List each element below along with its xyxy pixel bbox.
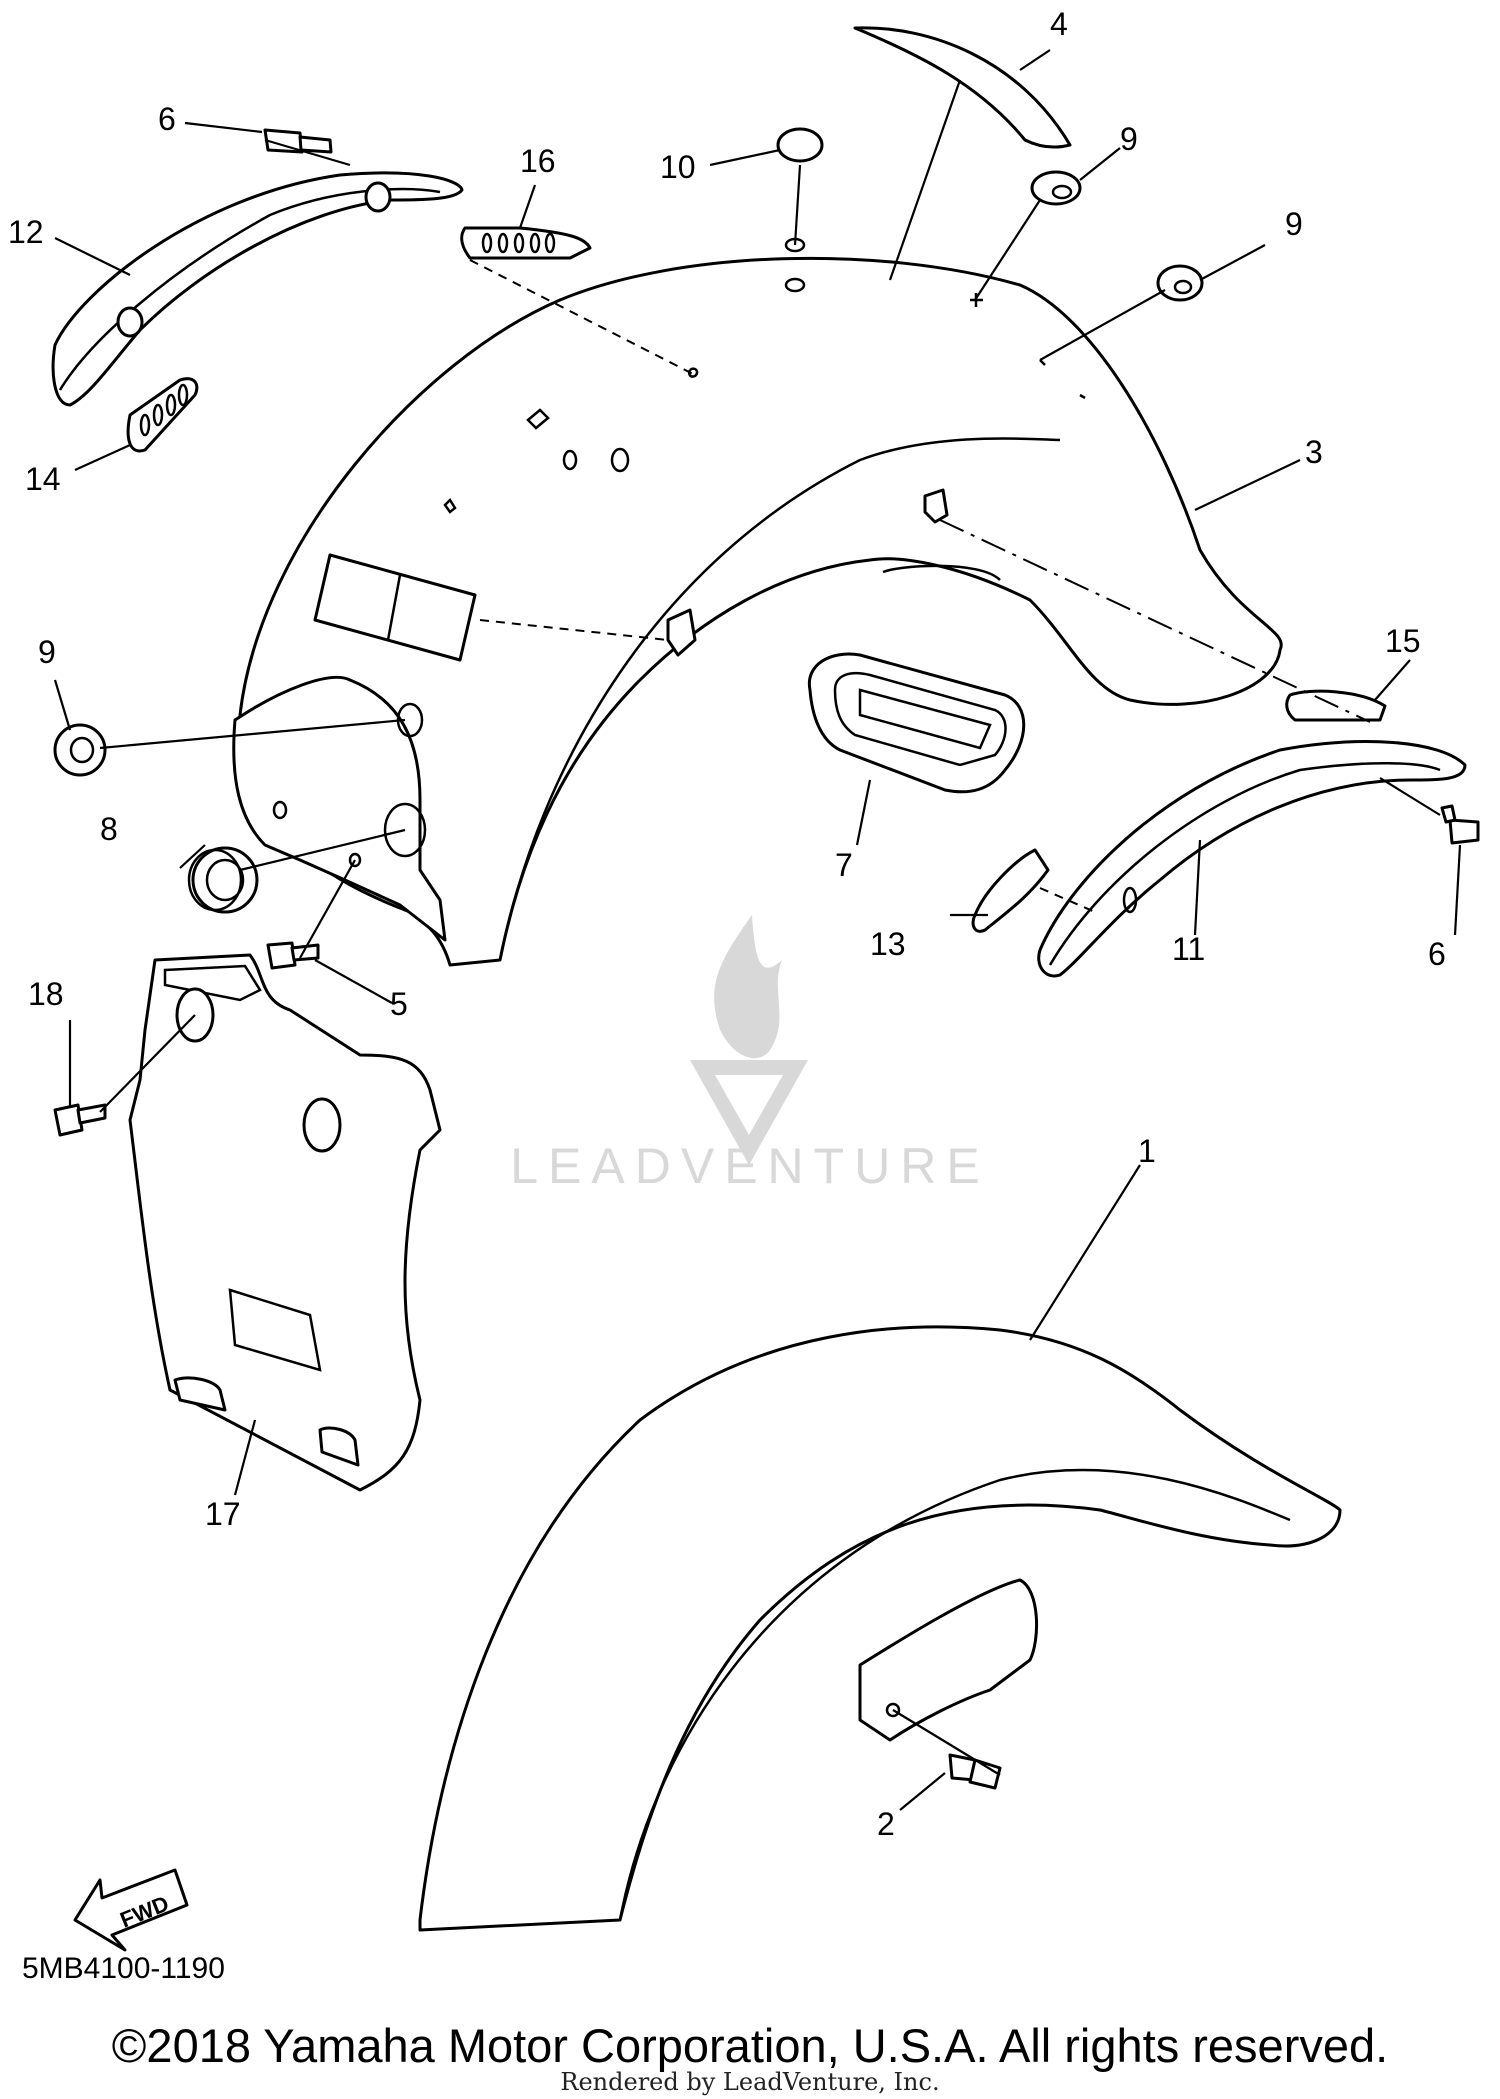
watermark-text: LEADVENTURE [510,1138,990,1194]
pad-part-13 [971,848,1050,933]
leadventure-watermark: LEADVENTURE [510,915,990,1194]
callout-14: 14 [25,461,61,497]
grommet-part-9-left [53,723,107,777]
callout-5: 5 [390,986,408,1022]
callout-2: 2 [877,1806,895,1842]
rail-part-12 [51,171,464,407]
pad-part-14 [126,377,199,453]
callout-4: 4 [1050,6,1068,42]
bolt-part-6-right [1440,804,1480,845]
front-fender-part-1 [418,1325,1342,1932]
callout-7: 7 [835,847,853,883]
callout-12: 12 [8,214,44,250]
grommet-part-8 [187,846,259,914]
pad-part-16 [460,226,592,260]
trim-part-4 [853,26,1072,149]
callout-15: 15 [1385,623,1421,659]
bolt-part-18 [53,1103,107,1137]
callout-9-top: 9 [1120,121,1138,157]
flame-logo-icon [714,915,782,1059]
fwd-arrow-icon: FWD [73,1868,189,1952]
callout-9-right: 9 [1285,206,1303,242]
callout-18: 18 [28,976,64,1012]
v-logo-icon [690,1060,808,1165]
callout-6-top: 6 [158,101,176,137]
callout-17: 17 [205,1496,241,1532]
callout-3: 3 [1305,434,1323,470]
callout-6-right: 6 [1428,936,1446,972]
rear-fender-inner-panel [232,675,447,942]
callout-10: 10 [660,149,696,185]
grommet-part-9-right [1156,264,1204,302]
bolt-part-2 [948,1753,1002,1790]
connector-lines [99,138,1441,1776]
callout-11: 11 [1172,931,1205,967]
rendered-by-notice: Rendered by LeadVenture, Inc. [560,2068,940,2096]
reflector-part-7 [807,652,1026,794]
callout-numbers: 1 2 3 4 5 6 6 7 8 9 9 9 10 11 12 13 14 1… [8,6,1446,1842]
callout-1: 1 [1138,1133,1156,1169]
callout-8: 8 [100,811,118,847]
grommet-part-9-top [1030,170,1082,206]
callout-9-left: 9 [38,634,56,670]
copyright-notice: ©2018 Yamaha Motor Corporation, U.S.A. A… [111,2019,1389,2072]
rail-part-11 [1037,740,1467,978]
callout-13: 13 [870,926,906,962]
rear-fender-part-3 [238,256,1283,967]
callout-16: 16 [520,143,556,179]
plug-part-10 [776,127,824,163]
diagram-code: 5MB4100-1190 [22,1952,225,1985]
side-cover-part-17 [128,953,442,1492]
callout-leaders [53,49,1462,1811]
bolt-part-5 [266,941,320,970]
